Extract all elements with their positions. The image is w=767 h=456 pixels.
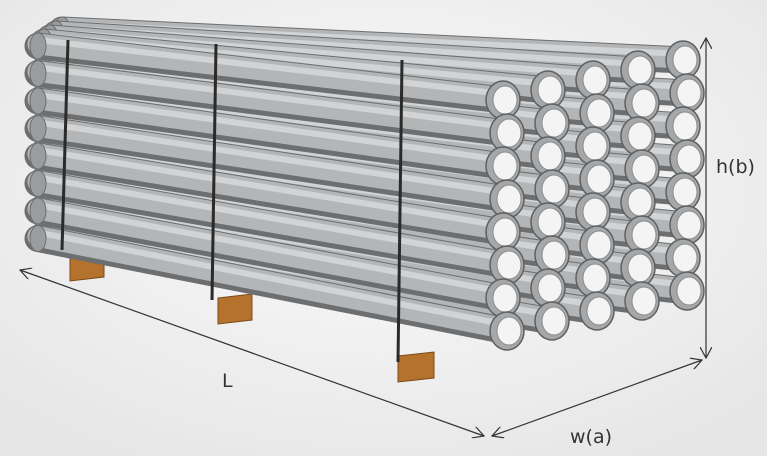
width-label: w(a) xyxy=(570,426,613,448)
pipe xyxy=(24,142,521,252)
pipe xyxy=(24,115,525,219)
strap xyxy=(210,43,218,301)
strap xyxy=(60,39,70,251)
length-dimension-arrow xyxy=(20,270,484,436)
dimension-lines xyxy=(20,38,706,436)
pipe xyxy=(24,87,521,186)
wooden-pallet-block xyxy=(217,293,253,325)
wooden-pallet-block xyxy=(397,351,435,383)
height-label: h(b) xyxy=(716,156,755,178)
pipe xyxy=(24,60,525,153)
pipe xyxy=(24,170,525,285)
length-label: L xyxy=(222,370,233,392)
pipe xyxy=(24,32,521,120)
width-dimension-arrow xyxy=(492,360,702,436)
